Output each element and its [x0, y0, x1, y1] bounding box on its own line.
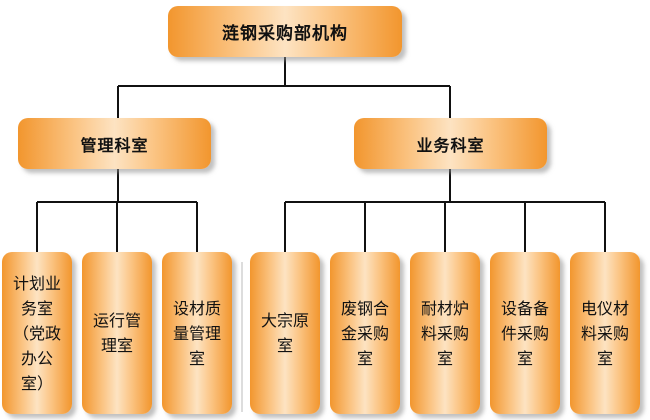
office-electrical-node: 电仪材料采购室	[570, 252, 640, 414]
office-planning-node: 计划业务室（党政办公室）	[2, 252, 72, 414]
office-bulk-materials-node: 大宗原室	[250, 252, 320, 414]
office-refractory-node: 耐材炉料采购室	[410, 252, 480, 414]
business-dept-node: 业务科室	[354, 118, 547, 169]
business-dept-label: 业务科室	[416, 135, 485, 155]
management-dept-node: 管理科室	[18, 118, 211, 169]
office-operations-node: 运行管理室	[82, 252, 152, 414]
office-equipment-node: 设备备件采购室	[490, 252, 560, 414]
office-refractory-label: 耐材炉料采购室	[420, 298, 469, 368]
management-dept-label: 管理科室	[80, 135, 149, 155]
root-node: 涟钢采购部机构	[168, 6, 402, 57]
office-scrap-alloy-label: 废钢合金采购室	[340, 298, 389, 368]
office-electrical-label: 电仪材料采购室	[580, 298, 629, 368]
office-bulk-materials-label: 大宗原室	[260, 311, 309, 355]
office-planning-label: 计划业务室（党政办公室）	[12, 273, 61, 393]
office-quality-node: 设材质量管理室	[162, 252, 232, 414]
office-scrap-alloy-node: 废钢合金采购室	[330, 252, 400, 414]
root-node-label: 涟钢采购部机构	[222, 24, 348, 44]
office-quality-label: 设材质量管理室	[172, 298, 221, 368]
office-equipment-label: 设备备件采购室	[500, 298, 549, 368]
office-operations-label: 运行管理室	[92, 311, 141, 355]
